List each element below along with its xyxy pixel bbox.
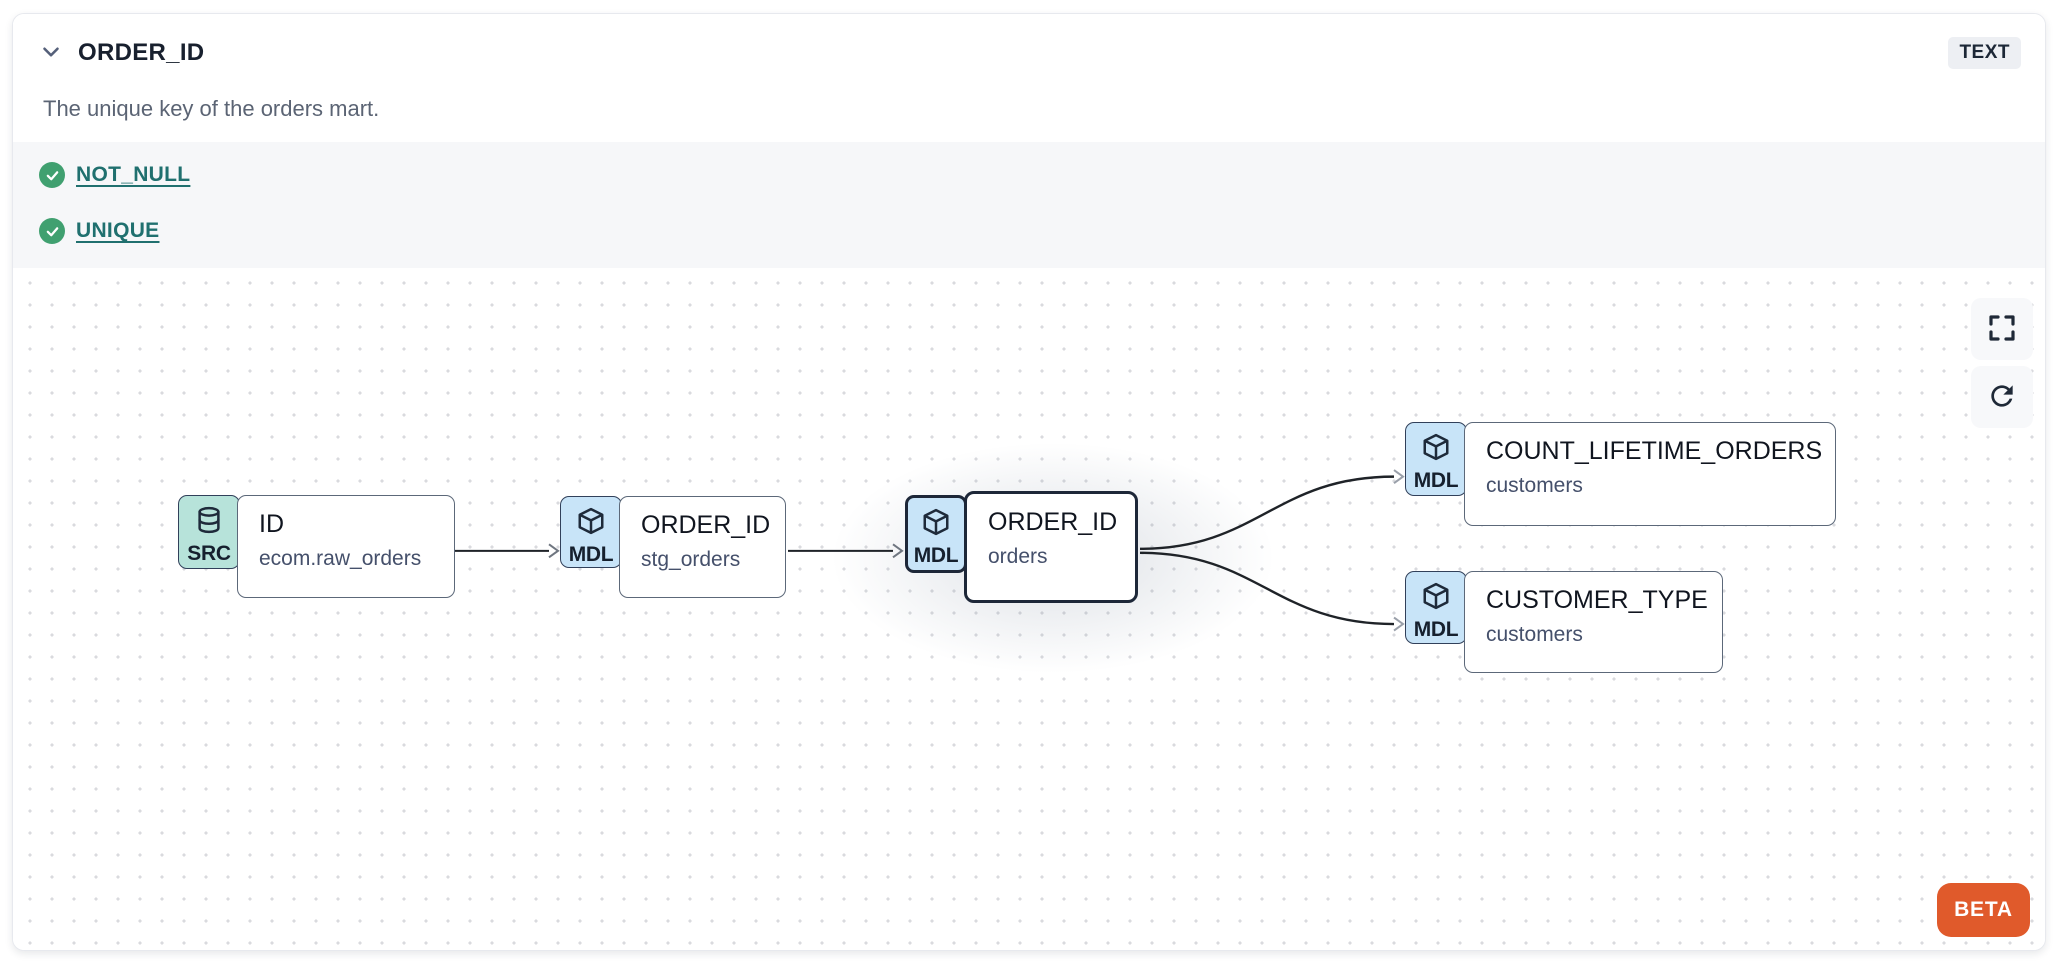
lineage-edges — [454, 469, 1405, 632]
lineage-node-source-id[interactable]: SRC ID ecom.raw_orders — [178, 495, 455, 598]
node-title: ID — [259, 510, 284, 538]
column-type-badge: TEXT — [1948, 37, 2021, 69]
check-pass-icon — [39, 218, 65, 244]
column-description: The unique key of the orders mart. — [43, 96, 380, 121]
beta-badge: BETA — [1937, 883, 2030, 937]
refresh-icon — [1986, 380, 2018, 415]
check-pass-icon — [39, 162, 65, 188]
source-badge: SRC — [178, 495, 240, 569]
node-card: COUNT_LIFETIME_ORDERS customers — [1464, 422, 1836, 526]
node-subtitle: ecom.raw_orders — [259, 547, 422, 570]
column-details-panel: ORDER_ID TEXT The unique key of the orde… — [12, 13, 2046, 951]
panel-header: ORDER_ID TEXT The unique key of the orde… — [13, 14, 2045, 142]
lineage-node-orders-selected[interactable]: MDL ORDER_ID orders — [905, 491, 1138, 603]
node-badge-label: MDL — [1413, 618, 1459, 641]
node-subtitle: stg_orders — [641, 548, 741, 571]
node-badge-label: MDL — [1413, 469, 1459, 492]
node-title: COUNT_LIFETIME_ORDERS — [1486, 437, 1823, 465]
lineage-node-count-lifetime-orders[interactable]: MDL COUNT_LIFETIME_ORDERS customers — [1405, 422, 1836, 526]
collapse-section-button[interactable] — [30, 36, 72, 70]
node-badge-label: MDL — [913, 544, 959, 567]
node-card: ID ecom.raw_orders — [237, 495, 455, 598]
model-badge: MDL — [905, 495, 967, 573]
node-badge-label: MDL — [568, 543, 614, 566]
cube-icon — [576, 506, 606, 541]
node-subtitle: orders — [988, 545, 1048, 568]
chevron-down-icon — [38, 39, 64, 68]
lineage-node-stg-orders[interactable]: MDL ORDER_ID stg_orders — [560, 496, 786, 598]
node-card: ORDER_ID stg_orders — [619, 496, 786, 598]
node-title: ORDER_ID — [641, 511, 771, 539]
node-card: ORDER_ID orders — [964, 491, 1138, 603]
cube-icon — [1421, 581, 1451, 616]
lineage-canvas[interactable]: SRC ID ecom.raw_orders MDL ORDE — [13, 268, 2045, 950]
refresh-button[interactable] — [1971, 366, 2033, 428]
test-row: UNIQUE — [39, 218, 2015, 244]
node-subtitle: customers — [1486, 623, 1583, 646]
test-link-unique[interactable]: UNIQUE — [76, 219, 160, 242]
cube-icon — [921, 507, 951, 542]
node-card: CUSTOMER_TYPE customers — [1464, 571, 1723, 673]
model-badge: MDL — [1405, 422, 1467, 496]
test-link-not-null[interactable]: NOT_NULL — [76, 163, 191, 186]
test-row: NOT_NULL — [39, 162, 2015, 188]
database-icon — [194, 505, 224, 540]
node-subtitle: customers — [1486, 474, 1583, 497]
fullscreen-button[interactable] — [1971, 298, 2033, 360]
fullscreen-icon — [1987, 313, 2017, 346]
model-badge: MDL — [1405, 571, 1467, 644]
node-badge-label: SRC — [187, 542, 231, 565]
cube-icon — [1421, 432, 1451, 467]
node-title: CUSTOMER_TYPE — [1486, 586, 1708, 614]
lineage-node-customer-type[interactable]: MDL CUSTOMER_TYPE customers — [1405, 571, 1723, 673]
node-title: ORDER_ID — [988, 508, 1118, 536]
column-title: ORDER_ID — [78, 39, 205, 66]
tests-section: NOT_NULL UNIQUE — [13, 142, 2045, 268]
model-badge: MDL — [560, 496, 622, 568]
